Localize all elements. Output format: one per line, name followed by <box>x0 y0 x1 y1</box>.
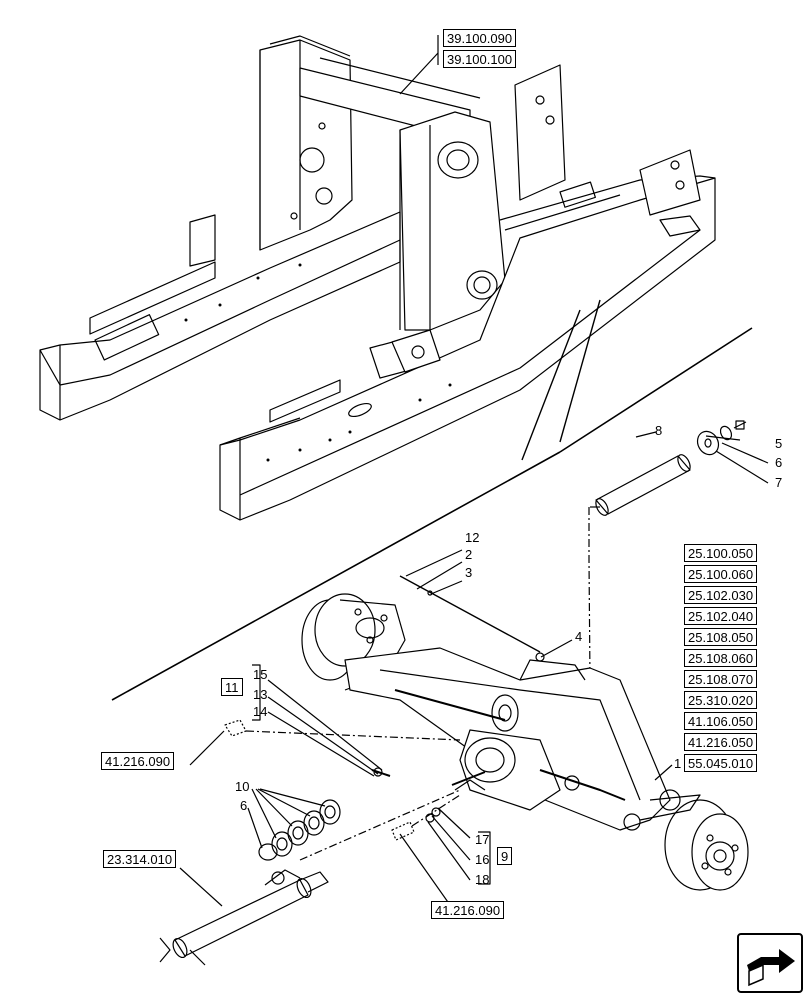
callout-18: 18 <box>475 872 490 887</box>
callout-3: 3 <box>465 565 473 580</box>
callout-10: 10 <box>235 779 250 794</box>
callout-6-top: 6 <box>775 455 783 470</box>
callout-8: 8 <box>655 423 663 438</box>
axle-ref-4[interactable]: 25.108.050 <box>684 628 758 646</box>
axle-ref-10[interactable]: 55.045.010 <box>684 754 758 772</box>
callout-12: 12 <box>465 530 480 545</box>
callout-4: 4 <box>575 629 583 644</box>
axle-ref-2[interactable]: 25.102.030 <box>684 586 758 604</box>
axle-ref-7[interactable]: 25.310.020 <box>684 691 758 709</box>
front-axle-drawing <box>301 575 749 891</box>
callout-5: 5 <box>775 436 783 451</box>
callout-16: 16 <box>475 852 490 867</box>
ref-driveshaft[interactable]: 23.314.010 <box>103 850 177 868</box>
callout-6-bottom: 6 <box>240 798 248 813</box>
next-page-arrow-icon <box>747 949 795 987</box>
washers-drawing <box>258 799 341 861</box>
axle-ref-8[interactable]: 41.106.050 <box>684 712 758 730</box>
axle-ref-0[interactable]: 25.100.050 <box>684 544 758 562</box>
axle-ref-3[interactable]: 25.102.040 <box>684 607 758 625</box>
group-9-box[interactable]: 9 <box>497 847 513 865</box>
chassis-frame-drawing <box>39 35 716 521</box>
callout-2: 2 <box>465 547 473 562</box>
callout-15: 15 <box>253 667 268 682</box>
next-page-button[interactable] <box>737 933 803 993</box>
callout-13: 13 <box>253 687 268 702</box>
axle-ref-6[interactable]: 25.108.070 <box>684 670 758 688</box>
callout-17: 17 <box>475 832 490 847</box>
ref-left-upper[interactable]: 41.216.090 <box>101 752 175 770</box>
callout-14: 14 <box>253 704 268 719</box>
driveshaft-drawing <box>159 869 329 966</box>
callout-7: 7 <box>775 475 783 490</box>
axle-ref-5[interactable]: 25.108.060 <box>684 649 758 667</box>
callout-1: 1 <box>674 756 682 771</box>
group-11-box[interactable]: 11 <box>221 678 243 696</box>
frame-ref-1[interactable]: 39.100.100 <box>443 50 517 68</box>
pivot-pin-drawing <box>595 420 747 516</box>
axle-ref-9[interactable]: 41.216.050 <box>684 733 758 751</box>
frame-ref-0[interactable]: 39.100.090 <box>443 29 517 47</box>
axle-ref-1[interactable]: 25.100.060 <box>684 565 758 583</box>
ref-bottom[interactable]: 41.216.090 <box>431 901 505 919</box>
